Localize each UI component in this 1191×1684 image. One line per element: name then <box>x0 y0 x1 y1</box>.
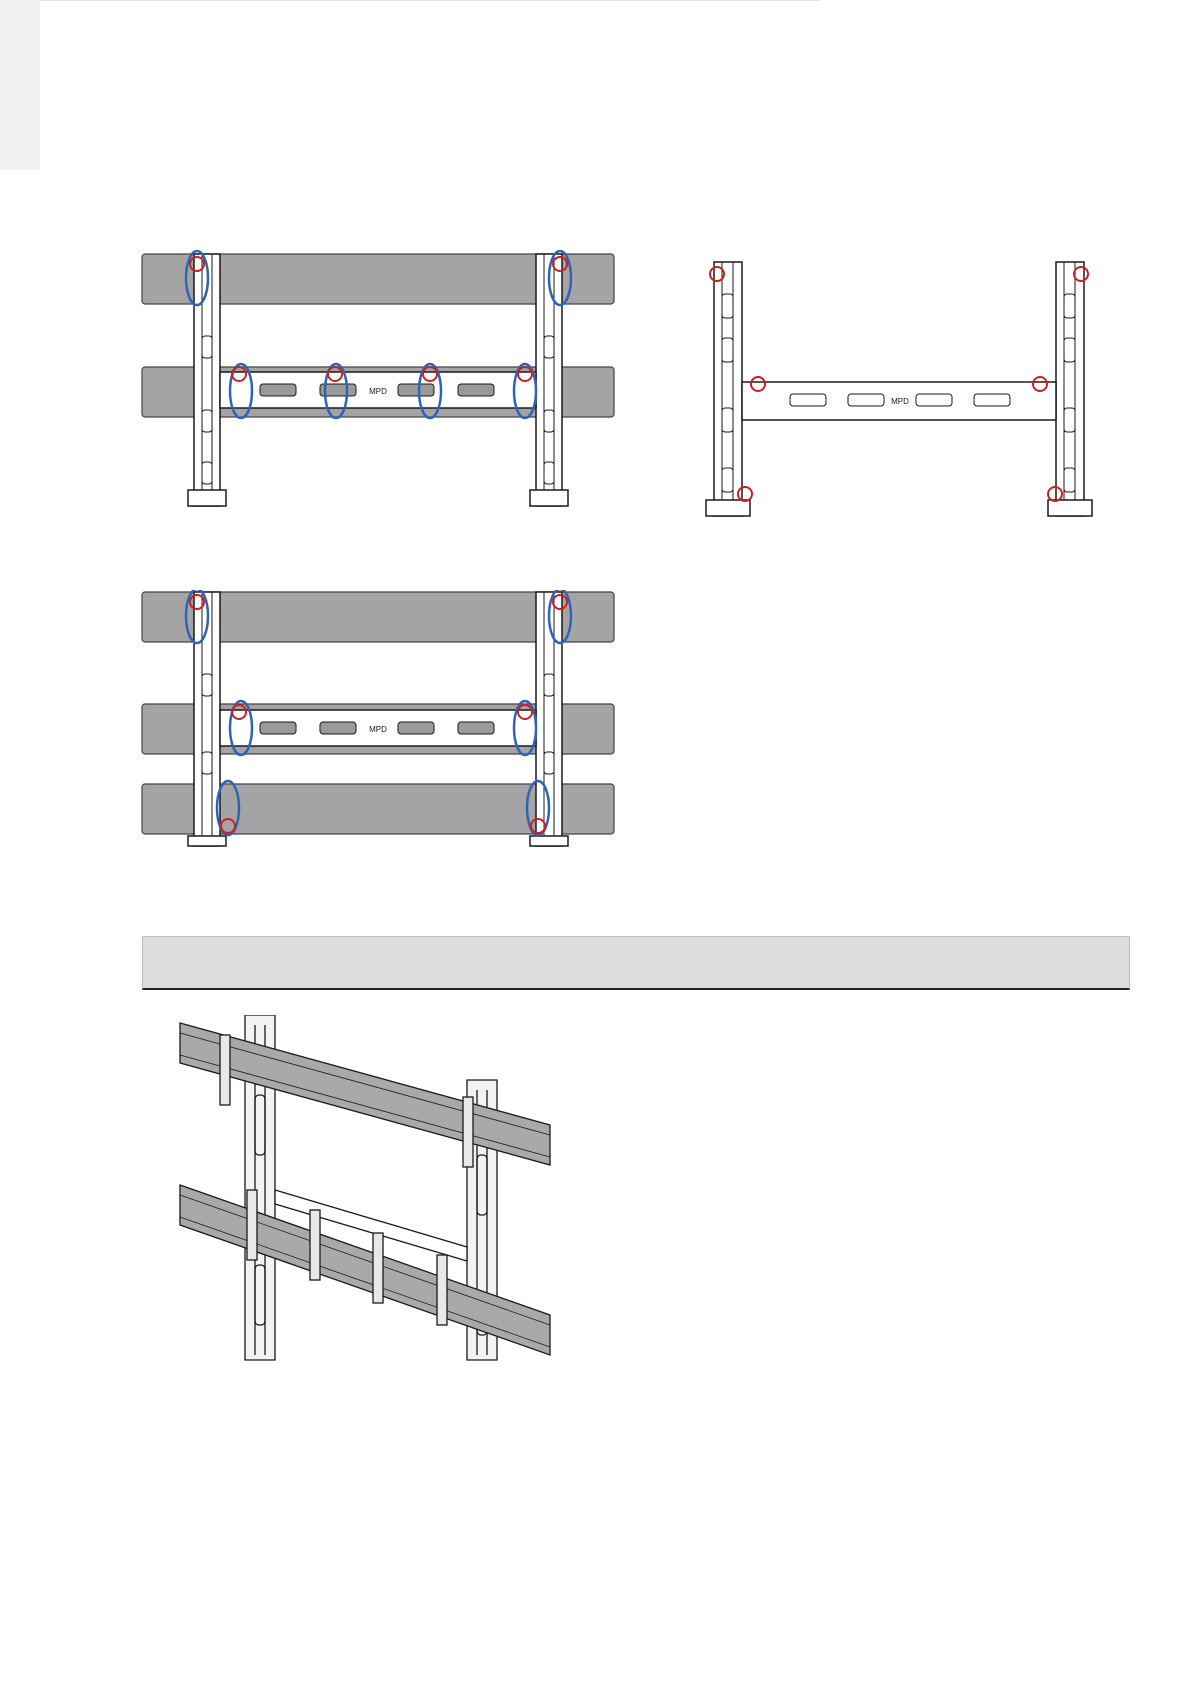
figure-two-rail-mount: MPD <box>140 250 620 510</box>
three-rail-diagram: MPD <box>140 590 620 848</box>
perspective-diagram <box>175 1015 555 1365</box>
cross-bracket: MPD <box>220 710 536 746</box>
two-rail-diagram: MPD <box>140 250 620 510</box>
cross-bracket: MPD <box>742 382 1056 420</box>
figure-perspective-mount <box>175 1015 555 1365</box>
bracket-mark: MPD <box>891 397 909 406</box>
page-top-rule <box>0 0 820 1</box>
clamp <box>220 1035 230 1105</box>
section-heading-bar <box>142 936 1130 990</box>
clamp <box>373 1233 383 1303</box>
clamp <box>310 1210 320 1280</box>
chapter-side-tab <box>0 0 40 170</box>
bracket-mark: MPD <box>369 725 387 734</box>
clamp <box>247 1190 257 1260</box>
bracket-only-diagram: MPD <box>700 258 1120 520</box>
clamp <box>463 1097 473 1167</box>
figure-bracket-only: MPD <box>700 258 1120 520</box>
figure-three-rail-mount: MPD <box>140 590 620 848</box>
clamp <box>437 1255 447 1325</box>
bracket-mark: MPD <box>369 387 387 396</box>
cross-bracket: MPD <box>220 372 536 408</box>
